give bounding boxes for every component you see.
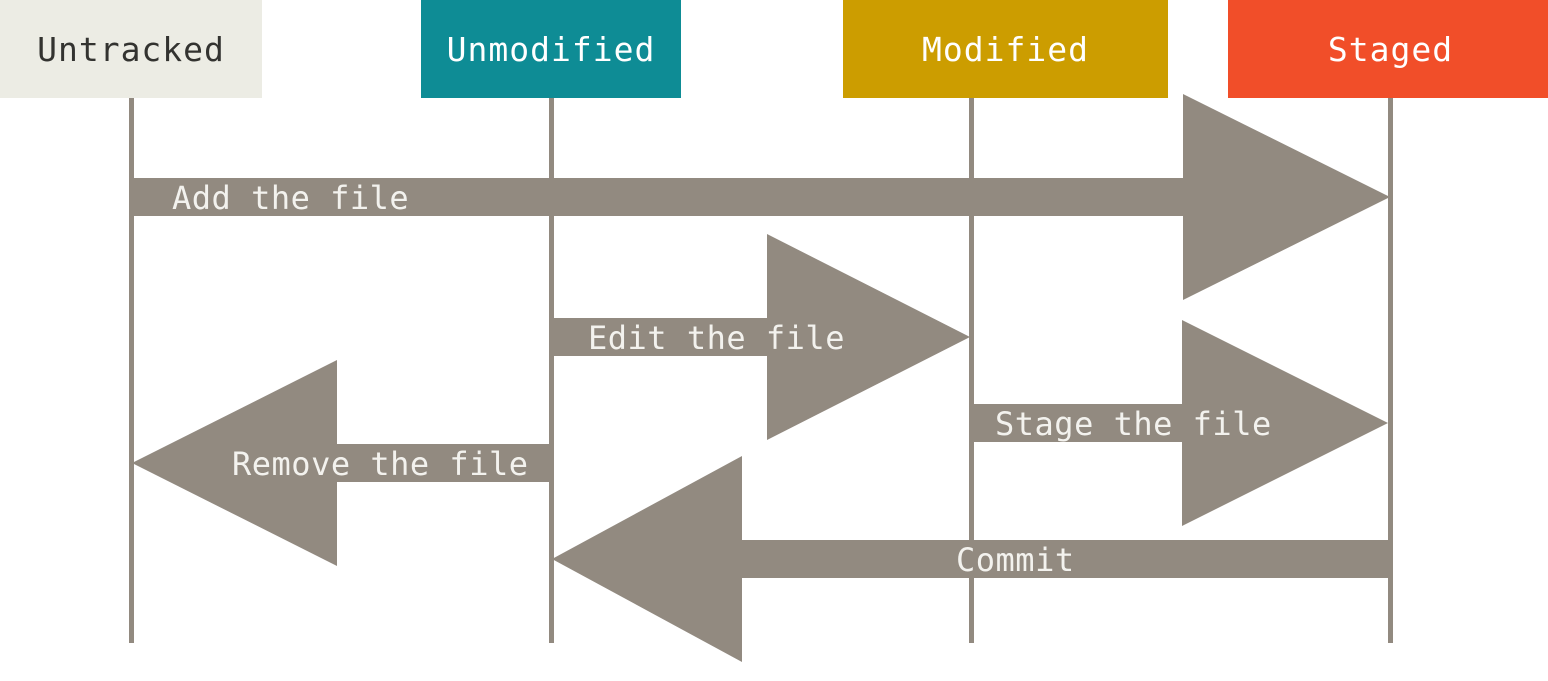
arrow-label-remove: Remove the file (232, 445, 529, 483)
state-box-untracked: Untracked (0, 0, 262, 98)
state-box-staged: Staged (1228, 0, 1548, 98)
lifeline-untracked (129, 98, 134, 643)
state-box-unmodified: Unmodified (421, 0, 681, 98)
arrowhead-right-icon (1182, 320, 1388, 526)
arrow-shaft (129, 178, 1183, 216)
lifeline-unmodified (549, 98, 554, 643)
state-label-modified: Modified (922, 29, 1089, 69)
arrow-shaft (337, 444, 551, 482)
arrow-label-stage: Stage the file (995, 405, 1272, 443)
state-box-modified: Modified (843, 0, 1168, 98)
lifeline-modified (969, 98, 974, 643)
arrow-label-commit: Commit (956, 541, 1075, 579)
arrow-shaft (971, 404, 1182, 442)
arrow-shaft (742, 540, 1390, 578)
arrowhead-left-icon (552, 456, 742, 662)
arrow-label-add: Add the file (172, 179, 410, 217)
arrow-label-edit: Edit the file (588, 319, 845, 357)
state-label-staged: Staged (1327, 29, 1454, 69)
state-label-unmodified: Unmodified (446, 29, 656, 69)
arrowhead-left-icon (132, 360, 337, 566)
lifeline-staged (1388, 98, 1393, 643)
arrowhead-right-icon (767, 234, 970, 440)
arrow-shaft (551, 318, 767, 356)
arrowhead-right-icon (1183, 94, 1390, 300)
state-label-untracked: Untracked (37, 29, 225, 69)
